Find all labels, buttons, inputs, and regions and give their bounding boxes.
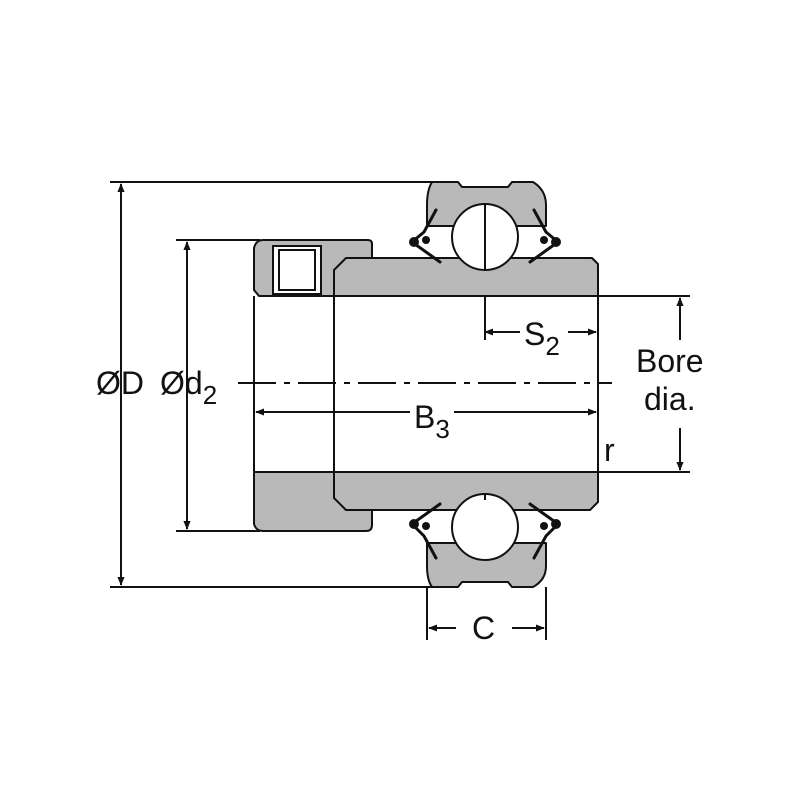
s2-label: S2 xyxy=(524,316,560,361)
d2-label: Ød2 xyxy=(160,365,218,410)
set-screw xyxy=(272,245,322,295)
b3-label: B3 xyxy=(410,401,454,442)
radius-label: r xyxy=(604,432,615,468)
b3-subscript: 3 xyxy=(435,414,450,444)
bore-label-line1: Bore xyxy=(636,343,704,379)
outer-ring-bottom xyxy=(426,542,547,588)
s2-subscript: 2 xyxy=(545,331,560,361)
d2-subscript: 2 xyxy=(202,380,218,410)
c-label: C xyxy=(472,610,496,646)
bore-dia-label: Bore dia. xyxy=(636,342,704,418)
bore-label-line2: dia. xyxy=(644,381,696,417)
ball-bottom xyxy=(451,493,519,561)
od-label: ØD xyxy=(96,365,144,401)
